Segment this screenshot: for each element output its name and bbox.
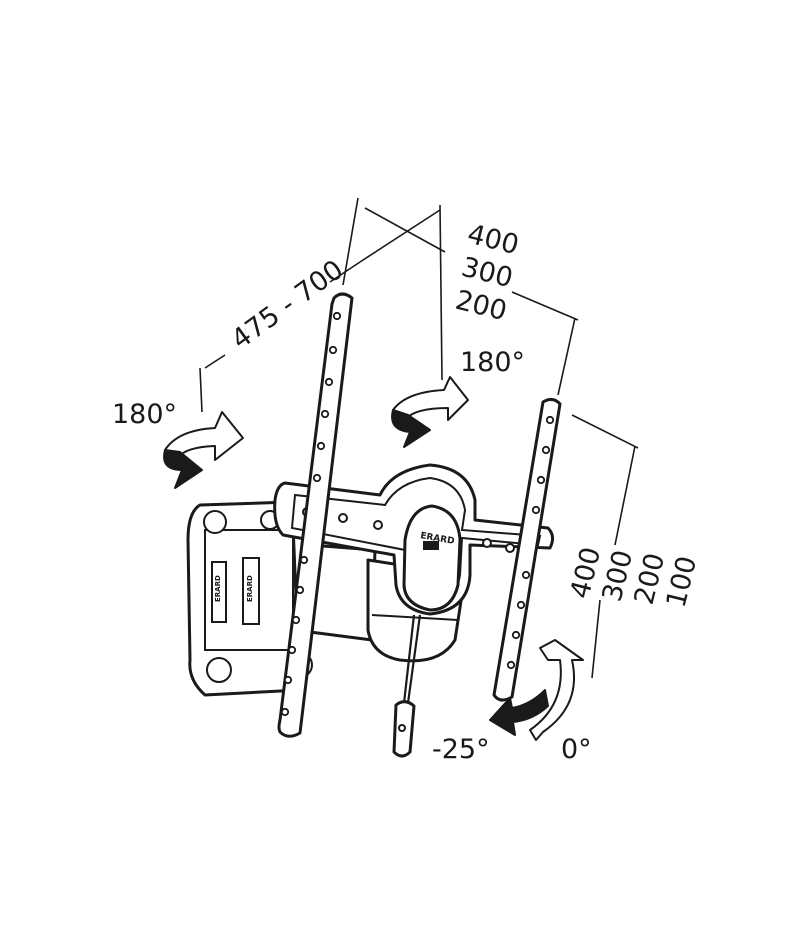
dimension-lines [199,197,639,679]
left-vertical-rail [277,292,354,738]
brand-logo-icon [423,541,439,550]
tilt-release-cord [392,614,422,758]
wall-screw-hole-top-left [203,510,227,534]
rotation-arrow-right [391,376,469,448]
wall-screw-hole-bottom-left [206,657,232,683]
arm-brand-label-1: ERARD [214,575,222,602]
rotation-right-label: 180° [460,347,525,378]
right-vertical-rail [492,397,562,702]
arm-brand-label-2: ERARD [246,575,254,602]
cross-bar: ERARD [273,463,555,616]
tilt-arrow [489,639,584,741]
cord-handle-hole [398,724,406,732]
tilt-min-label: -25° [432,734,490,765]
rotation-arrow-left [163,411,244,489]
tilt-max-label: 0° [561,734,592,765]
rotation-left-label: 180° [112,399,177,430]
